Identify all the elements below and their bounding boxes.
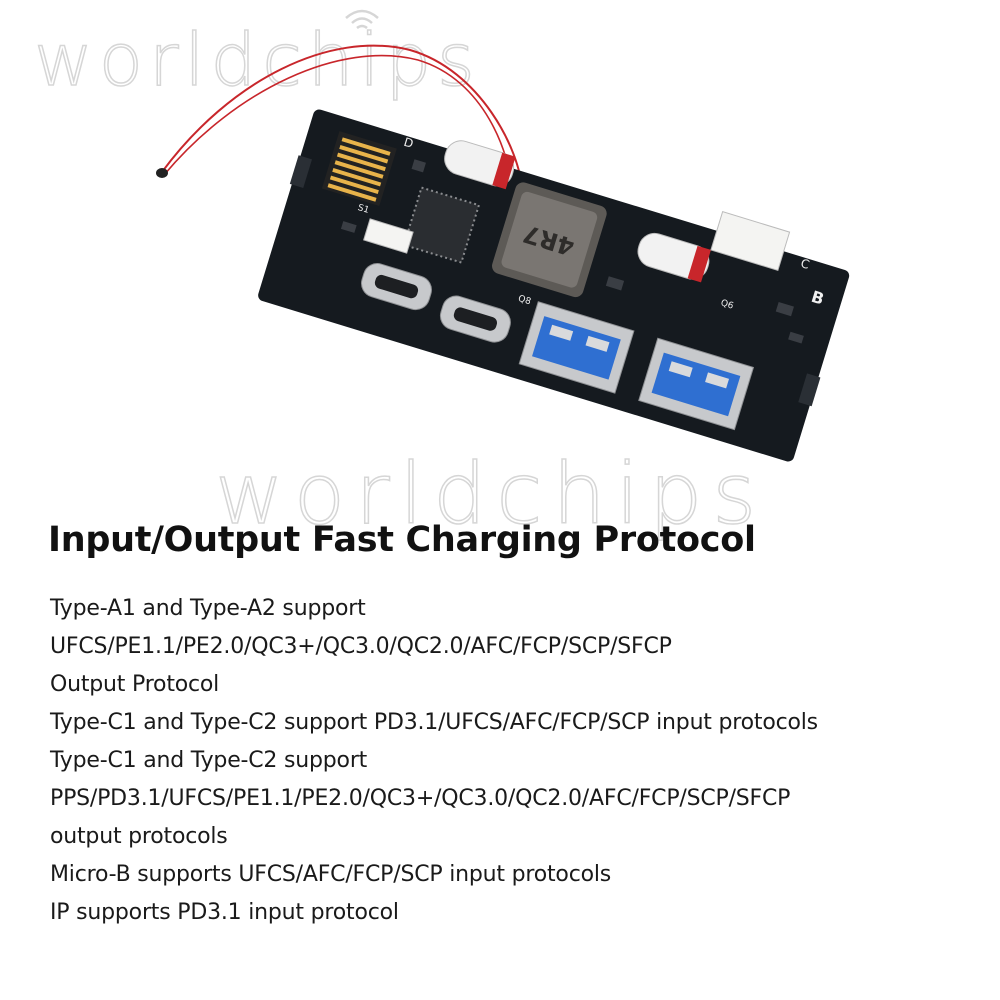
feature-line: UFCS/PE1.1/PE2.0/QC3+/QC3.0/QC2.0/AFC/FC…: [50, 634, 672, 659]
feature-line: IP supports PD3.1 input protocol: [50, 900, 399, 925]
watermark-middle: worldchips: [214, 444, 767, 544]
usb-c-port-1: [361, 263, 432, 311]
usb-a-port-2: [638, 337, 755, 431]
pcb-board: 4R7: [258, 109, 850, 462]
silkscreen-c: C: [799, 256, 811, 272]
silkscreen-d: D: [402, 135, 415, 151]
silkscreen-b: B: [809, 287, 826, 309]
feature-line: Output Protocol: [50, 672, 220, 697]
silkscreen-q6: Q6: [719, 298, 734, 311]
product-image: 4R7: [156, 44, 850, 462]
watermark-top: worldchips: [33, 17, 481, 103]
jst-connector-white: [710, 211, 791, 272]
feature-line: Type-C1 and Type-C2 support PD3.1/UFCS/A…: [50, 710, 818, 735]
capacitor-2: [637, 232, 711, 283]
jst-connector-small: [363, 218, 414, 254]
silkscreen-q8: Q8: [517, 294, 532, 307]
silkscreen-s1: S1: [356, 203, 370, 216]
thermistor-wire: [161, 44, 523, 191]
headline: Input/Output Fast Charging Protocol: [48, 520, 756, 560]
usb-a-port-1: [518, 301, 635, 394]
thermistor-tip: [156, 168, 168, 178]
capacitor-1: [444, 140, 516, 190]
feature-list: Type-A1 and Type-A2 support UFCS/PE1.1/P…: [50, 590, 818, 932]
wifi-icon: [345, 9, 379, 30]
feature-line: Micro-B supports UFCS/AFC/FCP/SCP input …: [50, 862, 612, 887]
feature-line: PPS/PD3.1/UFCS/PE1.1/PE2.0/QC3+/QC3.0/QC…: [50, 786, 791, 811]
usb-c-port-2: [439, 295, 511, 343]
feature-line: Type-C1 and Type-C2 support: [50, 748, 368, 773]
feature-line: output protocols: [50, 824, 228, 849]
ic-chip: [402, 186, 481, 264]
feature-line: Type-A1 and Type-A2 support: [50, 596, 366, 621]
